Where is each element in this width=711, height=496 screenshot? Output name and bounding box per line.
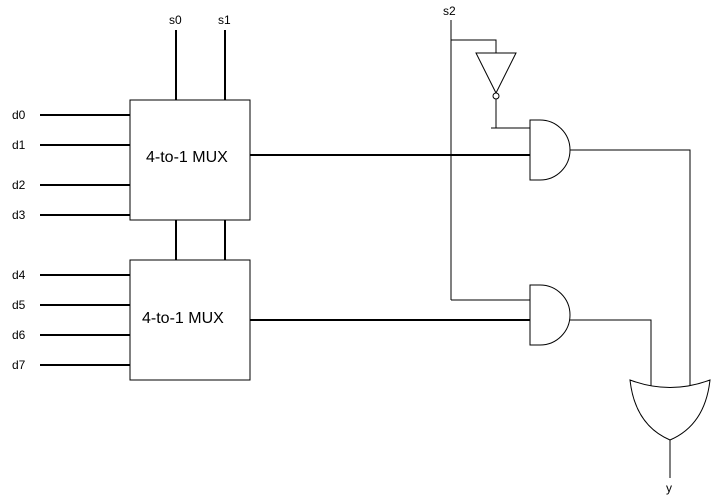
mux-top-label: 4-to-1 MUX (146, 149, 228, 166)
label-d6: d6 (12, 328, 26, 342)
label-s1: s1 (218, 13, 231, 27)
mux-bottom-label: 4-to-1 MUX (142, 310, 224, 327)
label-d4: d4 (12, 268, 26, 282)
mux-bottom-box (129, 259, 251, 381)
and-gate-bottom (529, 284, 571, 346)
wire-and-bottom-to-or (570, 319, 652, 387)
and-gate-top (529, 119, 571, 181)
label-d7: d7 (12, 358, 26, 372)
label-s2: s2 (443, 4, 456, 18)
label-d5: d5 (12, 298, 26, 312)
label-y-output: y (666, 481, 672, 495)
wire-s2-to-inverter (451, 39, 497, 53)
wire-inverter-to-and-top (495, 99, 530, 129)
label-d1: d1 (12, 138, 26, 152)
label-d3: d3 (12, 208, 26, 222)
wire-and-top-to-or (570, 149, 691, 387)
inverter-bubble (492, 92, 500, 100)
label-d2: d2 (12, 178, 26, 192)
label-s0: s0 (169, 13, 182, 27)
or-gate (629, 379, 711, 441)
inverter-not-gate (475, 52, 517, 95)
label-d0: d0 (12, 108, 26, 122)
mux-top-box (129, 99, 251, 221)
